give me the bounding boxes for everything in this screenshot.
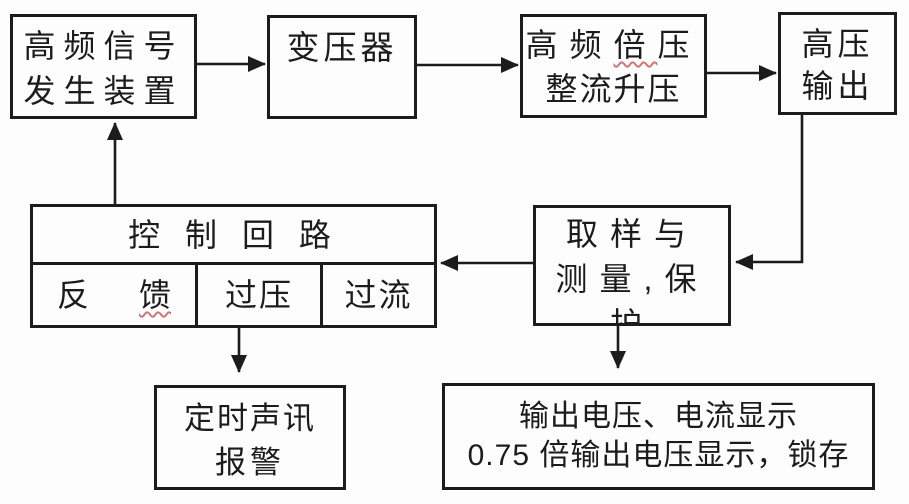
sampling-line2: 测量,保: [555, 261, 709, 297]
feedback-char-2-misspelled: 馈: [139, 277, 172, 313]
transformer-label: 变压器: [286, 29, 398, 66]
doubler-line2: 整流升压: [545, 71, 682, 107]
display-line1: 输出电压、电流显示: [519, 400, 798, 433]
box-sampling-measure-protect: 取样与 测量,保 护: [533, 205, 731, 326]
doubler-line1: 高频倍压: [523, 23, 704, 67]
arrow-hv-output-to-sampling: [735, 115, 804, 270]
hf-signal-line1: 高频信号: [23, 28, 184, 64]
doubler-line1-part-b: 压: [657, 27, 702, 63]
box-hv-output: 高压 输出: [778, 12, 897, 115]
alarm-line1: 定时声讯: [184, 401, 316, 436]
box-voltage-current-display: 输出电压、电流显示 0.75 倍输出电压显示，锁存: [442, 383, 875, 490]
hv-output-line1: 高压: [801, 26, 874, 62]
control-loop-header: 控 制 回 路: [33, 207, 434, 265]
doubler-line1-part-a: 高频: [525, 27, 614, 63]
cell-feedback: 反馈: [33, 265, 198, 325]
box-timed-audio-alarm: 定时声讯 报警: [154, 385, 346, 490]
cell-overcurrent: 过流: [344, 277, 413, 313]
box-voltage-doubler-rectifier: 高频倍压 整流升压: [520, 14, 707, 118]
display-line2: 0.75 倍输出电压显示，锁存: [467, 439, 850, 472]
hv-output-line2: 输出: [801, 68, 874, 104]
feedback-char-1: 反: [56, 277, 89, 313]
doubler-line1-misspelled-char: 倍: [613, 27, 658, 63]
cell-overvoltage: 过压: [198, 265, 323, 325]
sampling-line3-clipped: 护: [609, 306, 654, 326]
sampling-line1: 取样与: [565, 216, 698, 252]
box-hf-signal-generator: 高频信号 发生装置: [10, 14, 197, 119]
alarm-line2: 报警: [215, 445, 285, 480]
control-loop-cells: 反馈 过压 过流: [33, 265, 434, 325]
box-control-loop: 控 制 回 路 反馈 过压 过流: [30, 204, 437, 328]
box-transformer: 变压器: [267, 15, 417, 119]
hf-signal-line2: 发生装置: [23, 73, 184, 109]
